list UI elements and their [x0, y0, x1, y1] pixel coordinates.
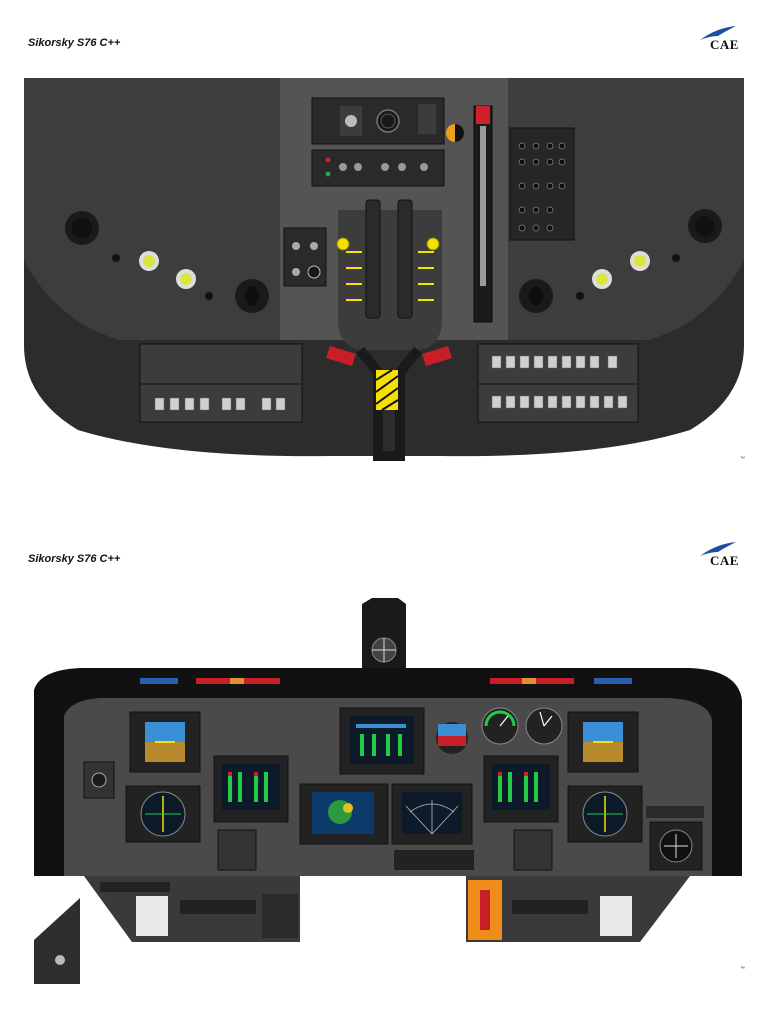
connector-socket-icon	[376, 109, 400, 133]
console-right-curve	[628, 260, 744, 345]
footer-mark-bottom: ™	[740, 966, 745, 972]
page-title-top: Sikorsky S76 C++	[28, 37, 121, 49]
brand-swoosh-icon	[700, 26, 736, 40]
brand-name-bottom: CAE	[710, 553, 739, 568]
left-placard	[136, 896, 168, 936]
right-keypad	[513, 829, 553, 871]
instrument-panel	[34, 598, 742, 984]
brand-name-top: CAE	[710, 37, 739, 52]
side-panel-knob-icon	[55, 955, 65, 965]
fuel-lever-left	[326, 346, 356, 366]
info-placard	[646, 806, 704, 818]
radio-knob-icon	[345, 115, 357, 127]
throttle-lever-right	[397, 199, 413, 319]
throttle-knob-left-icon	[336, 237, 350, 251]
annunciator-strip	[140, 678, 632, 684]
left-pfd-ground	[145, 742, 185, 762]
left-keypad	[217, 829, 257, 871]
engine-control-panel	[283, 227, 327, 287]
center-console-panel	[24, 78, 744, 461]
lower-right-switch-panel-bottom	[477, 383, 639, 423]
collective-red-handle	[476, 106, 490, 124]
console-left-wing	[24, 78, 280, 340]
brand-swoosh-icon	[700, 542, 736, 556]
cae-logo-top: CAE	[690, 24, 750, 54]
lower-left-blank-panel	[139, 343, 303, 385]
center-placard	[394, 850, 474, 870]
throttle-lever-left	[365, 199, 381, 319]
side-panel	[34, 898, 80, 984]
footer-mark-top: ™	[740, 456, 745, 462]
console-left-curve	[24, 260, 140, 345]
throttle-quadrant	[338, 210, 442, 350]
throttle-knob-right-icon	[426, 237, 440, 251]
right-placard	[600, 896, 632, 936]
fuel-lever-right	[422, 346, 452, 366]
page-title-bottom: Sikorsky S76 C++	[28, 553, 121, 565]
left-pfd-sky	[145, 722, 185, 742]
cae-logo-bottom: CAE	[690, 540, 750, 570]
lower-left-switch-panel	[139, 383, 303, 423]
